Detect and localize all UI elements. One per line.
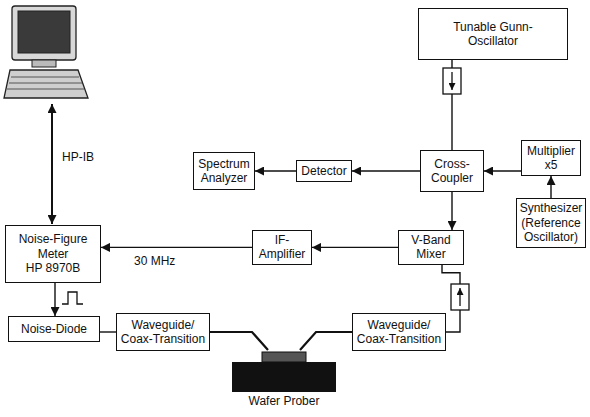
node-text: HP 8970B xyxy=(10,261,96,275)
node-text: Spectrum Analyzer xyxy=(196,157,252,186)
bus-arrow xyxy=(51,104,53,224)
node-text: Noise-Figure Meter xyxy=(10,232,96,261)
isolator-symbol xyxy=(443,68,461,94)
diode-box: Noise-Diode xyxy=(8,316,100,342)
analyzer-box: Spectrum Analyzer xyxy=(193,152,255,190)
node-text: Waveguide/ Coax-Transition xyxy=(356,318,442,347)
keyboard-row xyxy=(9,83,82,84)
amplifier-box: IF-Amplifier xyxy=(252,230,312,265)
detector-box: Detector xyxy=(296,160,352,182)
keyboard-row xyxy=(7,89,84,90)
computer-monitor xyxy=(12,6,76,60)
monitor-stand xyxy=(32,60,56,67)
node-text: Tunable Gunn-Oscillator xyxy=(447,20,539,49)
meter-box: Noise-Figure MeterHP 8970B xyxy=(5,225,101,283)
node-text: Detector xyxy=(299,164,349,178)
isolator-symbol xyxy=(451,284,469,310)
probe-line xyxy=(210,332,268,350)
node-text: Cross-Coupler xyxy=(423,157,481,186)
synthesizer-box: Synthesizer (Reference Oscillator) xyxy=(516,198,586,248)
signal-line xyxy=(255,170,296,171)
node-text: IF-Amplifier xyxy=(255,233,309,262)
pulse-symbol xyxy=(62,292,83,304)
coupler-box: Cross-Coupler xyxy=(420,150,484,192)
node-text: Wafer Prober xyxy=(228,394,340,408)
probe-line xyxy=(300,332,352,350)
node-text: Noise-Diode xyxy=(11,322,97,336)
node-text: Waveguide/ Coax-Transition xyxy=(120,318,206,347)
prober-chuck xyxy=(232,362,336,392)
transition-box: Waveguide/ Coax-Transition xyxy=(116,313,210,351)
signal-line xyxy=(484,170,521,171)
oscillator-box: Tunable Gunn-Oscillator xyxy=(418,8,568,60)
signal-line xyxy=(100,331,116,332)
signal-line xyxy=(550,176,551,198)
signal-line xyxy=(451,60,452,150)
signal-line xyxy=(312,247,398,248)
computer-keyboard xyxy=(4,70,88,98)
bus-label: HP-IB xyxy=(60,150,96,164)
wafer-chip xyxy=(262,352,306,362)
node-text: Multiplier x5 xyxy=(524,144,578,173)
multiplier-box: Multiplier x5 xyxy=(521,140,581,176)
frequency-label: 30 MHz xyxy=(132,254,177,268)
signal-line xyxy=(451,192,452,230)
wafer-prober: Wafer Prober xyxy=(228,350,340,410)
keyboard-row xyxy=(11,77,79,78)
signal-line xyxy=(101,247,252,248)
isolator-arrow xyxy=(451,72,452,90)
signal-line xyxy=(54,283,55,316)
node-text: Synthesizer (Reference Oscillator) xyxy=(519,201,583,244)
wafer-prober-shape xyxy=(228,350,340,394)
computer-screen xyxy=(18,11,70,53)
mixer-box: V-Band Mixer xyxy=(398,230,464,265)
isolator-arrow xyxy=(459,288,460,306)
signal-line xyxy=(352,170,420,171)
node-text: V-Band Mixer xyxy=(401,233,461,262)
transition-box: Waveguide/ Coax-Transition xyxy=(352,313,446,351)
